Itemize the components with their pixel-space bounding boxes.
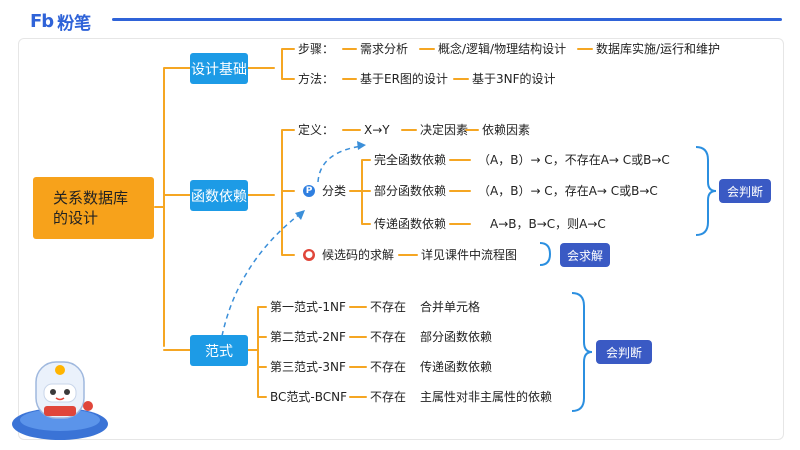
- step-item: 数据库实施/运行和维护: [596, 42, 721, 56]
- steps-label: 步骤：: [298, 42, 335, 56]
- method-label: 方法：: [298, 72, 335, 86]
- content-card: [18, 38, 784, 440]
- class-name: 完全函数依赖: [374, 153, 447, 167]
- nf-detail: 部分函数依赖: [420, 330, 493, 344]
- mascot-illustration: [12, 361, 108, 440]
- definition-label: 定义：: [298, 123, 335, 137]
- method-item: 基于ER图的设计: [360, 72, 448, 86]
- connector-nf: [247, 306, 267, 398]
- judge-badge-classes[interactable]: 会判断: [719, 179, 771, 203]
- classify-label: 分类: [322, 184, 347, 198]
- connector-classes: [349, 159, 371, 225]
- logo-text: 粉笔: [57, 13, 92, 34]
- bracket-classes: [695, 146, 717, 236]
- nf-condition: 不存在: [370, 390, 407, 404]
- definition-item: 决定因素: [420, 123, 469, 137]
- nf-name: BC范式-BCNF: [270, 390, 348, 404]
- brand-logo: Fb 粉笔: [30, 10, 92, 34]
- nf-name: 第二范式-2NF: [270, 330, 346, 344]
- bracket-candidate: [539, 242, 552, 266]
- method-item: 基于3NF的设计: [472, 72, 556, 86]
- root-node[interactable]: 关系数据库 的设计: [33, 177, 154, 239]
- class-name: 传递函数依赖: [374, 217, 447, 231]
- solve-badge[interactable]: 会求解: [560, 243, 610, 267]
- branch-functional-dependency[interactable]: 函数依赖: [190, 180, 248, 211]
- dashed-arrow-nf: [221, 213, 301, 337]
- nf-name: 第三范式-3NF: [270, 360, 346, 374]
- arrowhead-nf: [295, 210, 305, 220]
- logo-mark: Fb: [30, 10, 54, 32]
- candidate-key-label: 候选码的求解: [322, 248, 395, 262]
- trunk-line: [154, 67, 191, 351]
- connector-design-basics: [247, 48, 295, 80]
- root-line-2: 的设计: [53, 209, 99, 227]
- root-line-1: 关系数据库: [53, 189, 129, 207]
- definition-item: 依赖因素: [482, 123, 531, 137]
- nf-name: 第一范式-1NF: [270, 300, 346, 314]
- judge-badge-nf[interactable]: 会判断: [596, 340, 652, 364]
- connector-nf-items: [349, 306, 367, 398]
- candidate-key-detail: 详见课件中流程图: [421, 248, 518, 262]
- class-rule: A→B，B→C，则A→C: [490, 217, 606, 231]
- step-item: 概念/逻辑/物理结构设计: [438, 42, 567, 56]
- branch-normal-form[interactable]: 范式: [190, 335, 248, 366]
- connector-class-rules: [449, 159, 471, 225]
- arrowhead-fd: [357, 141, 366, 150]
- nf-detail: 传递函数依赖: [420, 360, 493, 374]
- branch-design-basics[interactable]: 设计基础: [190, 53, 248, 84]
- nf-detail: 主属性对非主属性的依赖: [420, 390, 553, 404]
- class-name: 部分函数依赖: [374, 184, 447, 198]
- class-rule: （A，B）→ C，存在A→ C或B→C: [478, 184, 658, 198]
- header-bar: [112, 18, 782, 21]
- flag-icon: P: [303, 185, 315, 197]
- dashed-arrow-fd: [317, 145, 363, 183]
- nf-condition: 不存在: [370, 300, 407, 314]
- nf-condition: 不存在: [370, 330, 407, 344]
- nf-condition: 不存在: [370, 360, 407, 374]
- user-icon: ●: [303, 249, 315, 261]
- nf-detail: 合并单元格: [420, 300, 481, 314]
- step-item: 需求分析: [360, 42, 409, 56]
- connector-fd: [247, 129, 295, 256]
- definition-item: X→Y: [364, 123, 390, 137]
- bracket-nf: [571, 292, 593, 412]
- class-rule: （A，B）→ C，不存在A→ C或B→C: [478, 153, 670, 167]
